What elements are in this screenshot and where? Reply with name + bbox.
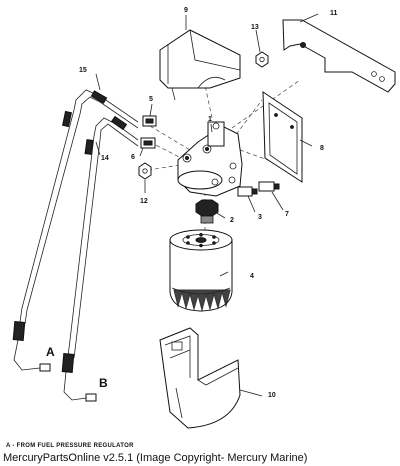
part-1-filter-head[interactable] [177,121,243,197]
part-8-gasket-plate[interactable] [262,91,303,183]
part-4-fuel-filter[interactable] [169,229,233,312]
part-12-nut[interactable] [138,162,152,180]
label-letter-a: A [46,345,55,359]
part-number-labels: 9 11 13 15 5 1 8 6 14 12 3 7 2 4 10 A B [46,7,338,399]
label-part-10: 10 [268,392,276,399]
label-part-5: 5 [149,96,153,103]
label-part-11: 11 [330,10,338,17]
label-part-9: 9 [184,7,188,14]
label-part-15: 15 [79,67,87,74]
copyright-caption: MercuryPartsOnline v2.5.1 (Image Copyrig… [3,452,308,464]
part-14-fuel-line[interactable] [61,115,139,402]
label-part-8: 8 [320,145,324,152]
label-part-7: 7 [285,211,289,218]
part-11-bracket[interactable] [282,19,396,93]
part-10-shield[interactable] [159,327,241,429]
label-part-1: 1 [208,116,212,123]
part-9-cover[interactable] [159,29,241,101]
label-part-4: 4 [250,273,254,280]
label-part-3: 3 [258,214,262,221]
label-part-6: 6 [131,154,135,161]
label-part-13: 13 [251,24,259,31]
part-2-adapter[interactable] [195,199,219,224]
label-part-2: 2 [230,217,234,224]
part-3-fitting[interactable] [237,186,258,197]
part-13-nut[interactable] [255,51,269,68]
part-6-fitting[interactable] [140,137,156,149]
part-5-fitting[interactable] [142,115,157,127]
leader-lines [95,13,319,397]
part-7-fitting[interactable] [258,181,280,192]
legend-note: A - FROM FUEL PRESSURE REGULATOR [6,443,134,449]
label-letter-b: B [99,376,108,390]
part-15-fuel-line[interactable] [12,89,139,372]
label-part-12: 12 [140,198,148,205]
label-part-14: 14 [101,155,109,162]
